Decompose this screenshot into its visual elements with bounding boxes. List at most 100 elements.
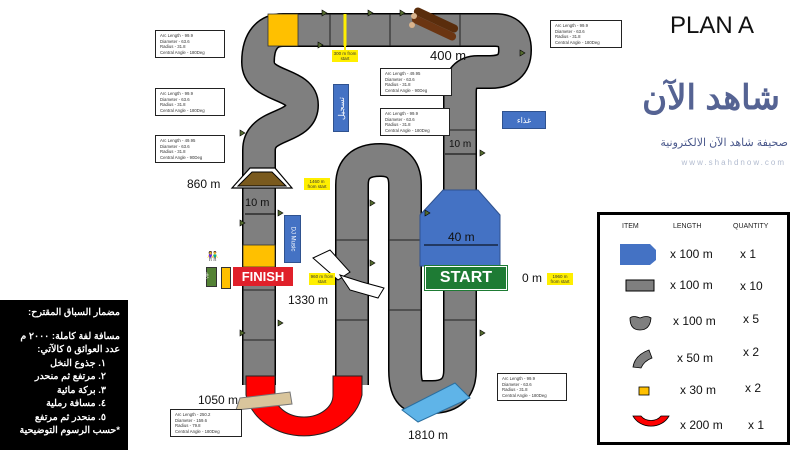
- callout-angle: Central Angle - 180Deg: [160, 107, 205, 113]
- callout-diameter: Diameter - 63.6: [502, 381, 532, 387]
- summary-line: ٤. مسافة رملية: [46, 398, 106, 409]
- toilet-zone: [221, 267, 231, 289]
- callout-radius: Radius - 31.8: [160, 102, 186, 108]
- ramp-hut-obstacle: [230, 167, 294, 189]
- registration-label: تسجيل: [336, 96, 346, 120]
- red-u-curve: [245, 375, 363, 437]
- summary-line: *حسب الرسوم التوضيحية: [19, 425, 120, 436]
- callout-arc: Arc Length - 49.95: [160, 138, 196, 143]
- callout-arc: Arc Length - 99.9: [502, 376, 535, 381]
- legend-length: x 100 m: [673, 314, 716, 328]
- from-start-960: 960 m from start: [309, 273, 335, 285]
- water-pool-obstacle: [401, 382, 471, 423]
- from-start-300: 300 m from start: [332, 50, 358, 62]
- distance-1050: 1050 m: [198, 393, 239, 407]
- callout-diameter: Diameter - 63.6: [385, 116, 415, 122]
- legend-header-quantity: QUANTITY: [733, 223, 769, 230]
- summary-line: مسافة لفة كاملة: ٢٠٠٠ م: [20, 330, 120, 342]
- summary-line: ١. جذوع النخل: [50, 357, 106, 369]
- start-sign: START: [424, 265, 508, 291]
- legend-length: x 100 m: [670, 247, 713, 261]
- legend-straight-icon: [625, 279, 655, 292]
- yellow-block-top: [267, 13, 299, 47]
- dimension-arrows: [245, 153, 498, 246]
- segment-dividers: [243, 14, 476, 341]
- legend-length: x 30 m: [680, 383, 717, 397]
- legend-length: x 50 m: [677, 351, 714, 365]
- legend-quantity: x 1: [740, 247, 757, 261]
- dj-music-zone: DJ Music: [284, 215, 301, 263]
- ramp-down-up-obstacle: [312, 249, 385, 299]
- distance-860: 860 m: [187, 177, 221, 191]
- callout-arc: Arc Length - 99.9: [385, 111, 418, 116]
- plan-title: PLAN A: [670, 12, 755, 39]
- legend-header-item: ITEM: [622, 223, 639, 230]
- people-icon: 👫: [207, 251, 219, 261]
- callout-arc: Arc Length - 99.9: [160, 91, 193, 96]
- legend-icons: [620, 244, 670, 427]
- legend-big-u-icon: [632, 415, 670, 427]
- callout-arc: Arc Length - 250.2: [175, 412, 211, 417]
- callout-angle: Central Angle - 180Deg: [502, 392, 547, 398]
- legend-quantity: x 5: [743, 312, 760, 326]
- sand-obstacle: [235, 391, 293, 411]
- legend-yellow-block-icon: [638, 386, 650, 396]
- callout-angle: Central Angle - 180Deg: [555, 39, 600, 45]
- finish-sign: FINISH: [233, 267, 293, 286]
- callout-radius: Radius - 31.8: [160, 149, 186, 155]
- vip-zone: [206, 267, 217, 287]
- legend-length: x 200 m: [680, 418, 723, 432]
- legend-quantity: x 2: [745, 381, 762, 395]
- registration-zone: تسجيل: [333, 84, 349, 132]
- callout-radius: Radius - 31.8: [160, 44, 186, 50]
- callout-arc: Arc Length - 99.9: [555, 23, 588, 28]
- from-start-1960: 1960 m from start: [547, 273, 573, 285]
- summary-line: عدد العوائق ٥ كالآتي:: [37, 344, 120, 355]
- palm-logs-obstacle: [409, 7, 459, 41]
- legend-table: ITEM LENGTH QUANTITY x 100 m x 1 x 100 m…: [597, 212, 790, 445]
- legend-start-funnel-icon: [620, 244, 656, 265]
- distance-1810: 1810 m: [408, 428, 449, 442]
- callout-diameter: Diameter - 63.6: [385, 76, 415, 82]
- callout-radius: Radius - 31.8: [555, 34, 581, 40]
- distance-400: 400 m: [430, 48, 467, 63]
- callout-radius: Radius - 31.8: [385, 122, 411, 128]
- legend-half-curve-icon: [629, 316, 652, 331]
- distance-0: 0 m: [522, 271, 543, 285]
- callout-radius: Radius - 31.8: [502, 387, 528, 393]
- distance-1330: 1330 m: [288, 293, 329, 307]
- vip-label: VIP: [204, 272, 210, 279]
- callout-diameter: Diameter - 63.6: [555, 28, 585, 34]
- callout-radius: Radius - 79.8: [175, 423, 201, 429]
- legend-header-length: LENGTH: [673, 223, 702, 230]
- summary-line: ٥. منحدر ثم مرتفع: [34, 411, 106, 423]
- summary-line: ٢. مرتفع ثم منحدر: [34, 371, 106, 382]
- callout-angle: Central Angle - 90Deg: [160, 154, 203, 160]
- callout-diameter: Diameter - 63.6: [160, 38, 190, 44]
- food-zone: غذاء: [502, 111, 546, 129]
- width-40: 40 m: [448, 230, 475, 244]
- callout-arc: Arc Length - 49.95: [385, 71, 421, 76]
- width-10-right: 10 m: [449, 139, 472, 150]
- flag-markers: [239, 9, 526, 337]
- callout-diameter: Diameter - 63.6: [160, 143, 190, 149]
- dj-music-label: DJ Music: [289, 226, 296, 252]
- summary-line: ٣. بركة مائية: [56, 384, 106, 396]
- callout-diameter: Diameter - 63.6: [160, 96, 190, 102]
- from-start-1460: 1460 m from start: [304, 178, 330, 190]
- legend-quarter-curve-icon: [632, 349, 653, 369]
- callout-radius: Radius - 31.8: [385, 82, 411, 88]
- start-funnel: [419, 189, 501, 267]
- callout-angle: Central Angle - 180Deg: [160, 49, 205, 55]
- track-summary-box: مضمار السباق المقترح: مسافة لفة كاملة: ٢…: [0, 300, 128, 450]
- callout-angle: Central Angle - 180Deg: [175, 428, 220, 434]
- legend-length: x 100 m: [670, 278, 713, 292]
- callout-angle: Central Angle - 180Deg: [385, 127, 430, 133]
